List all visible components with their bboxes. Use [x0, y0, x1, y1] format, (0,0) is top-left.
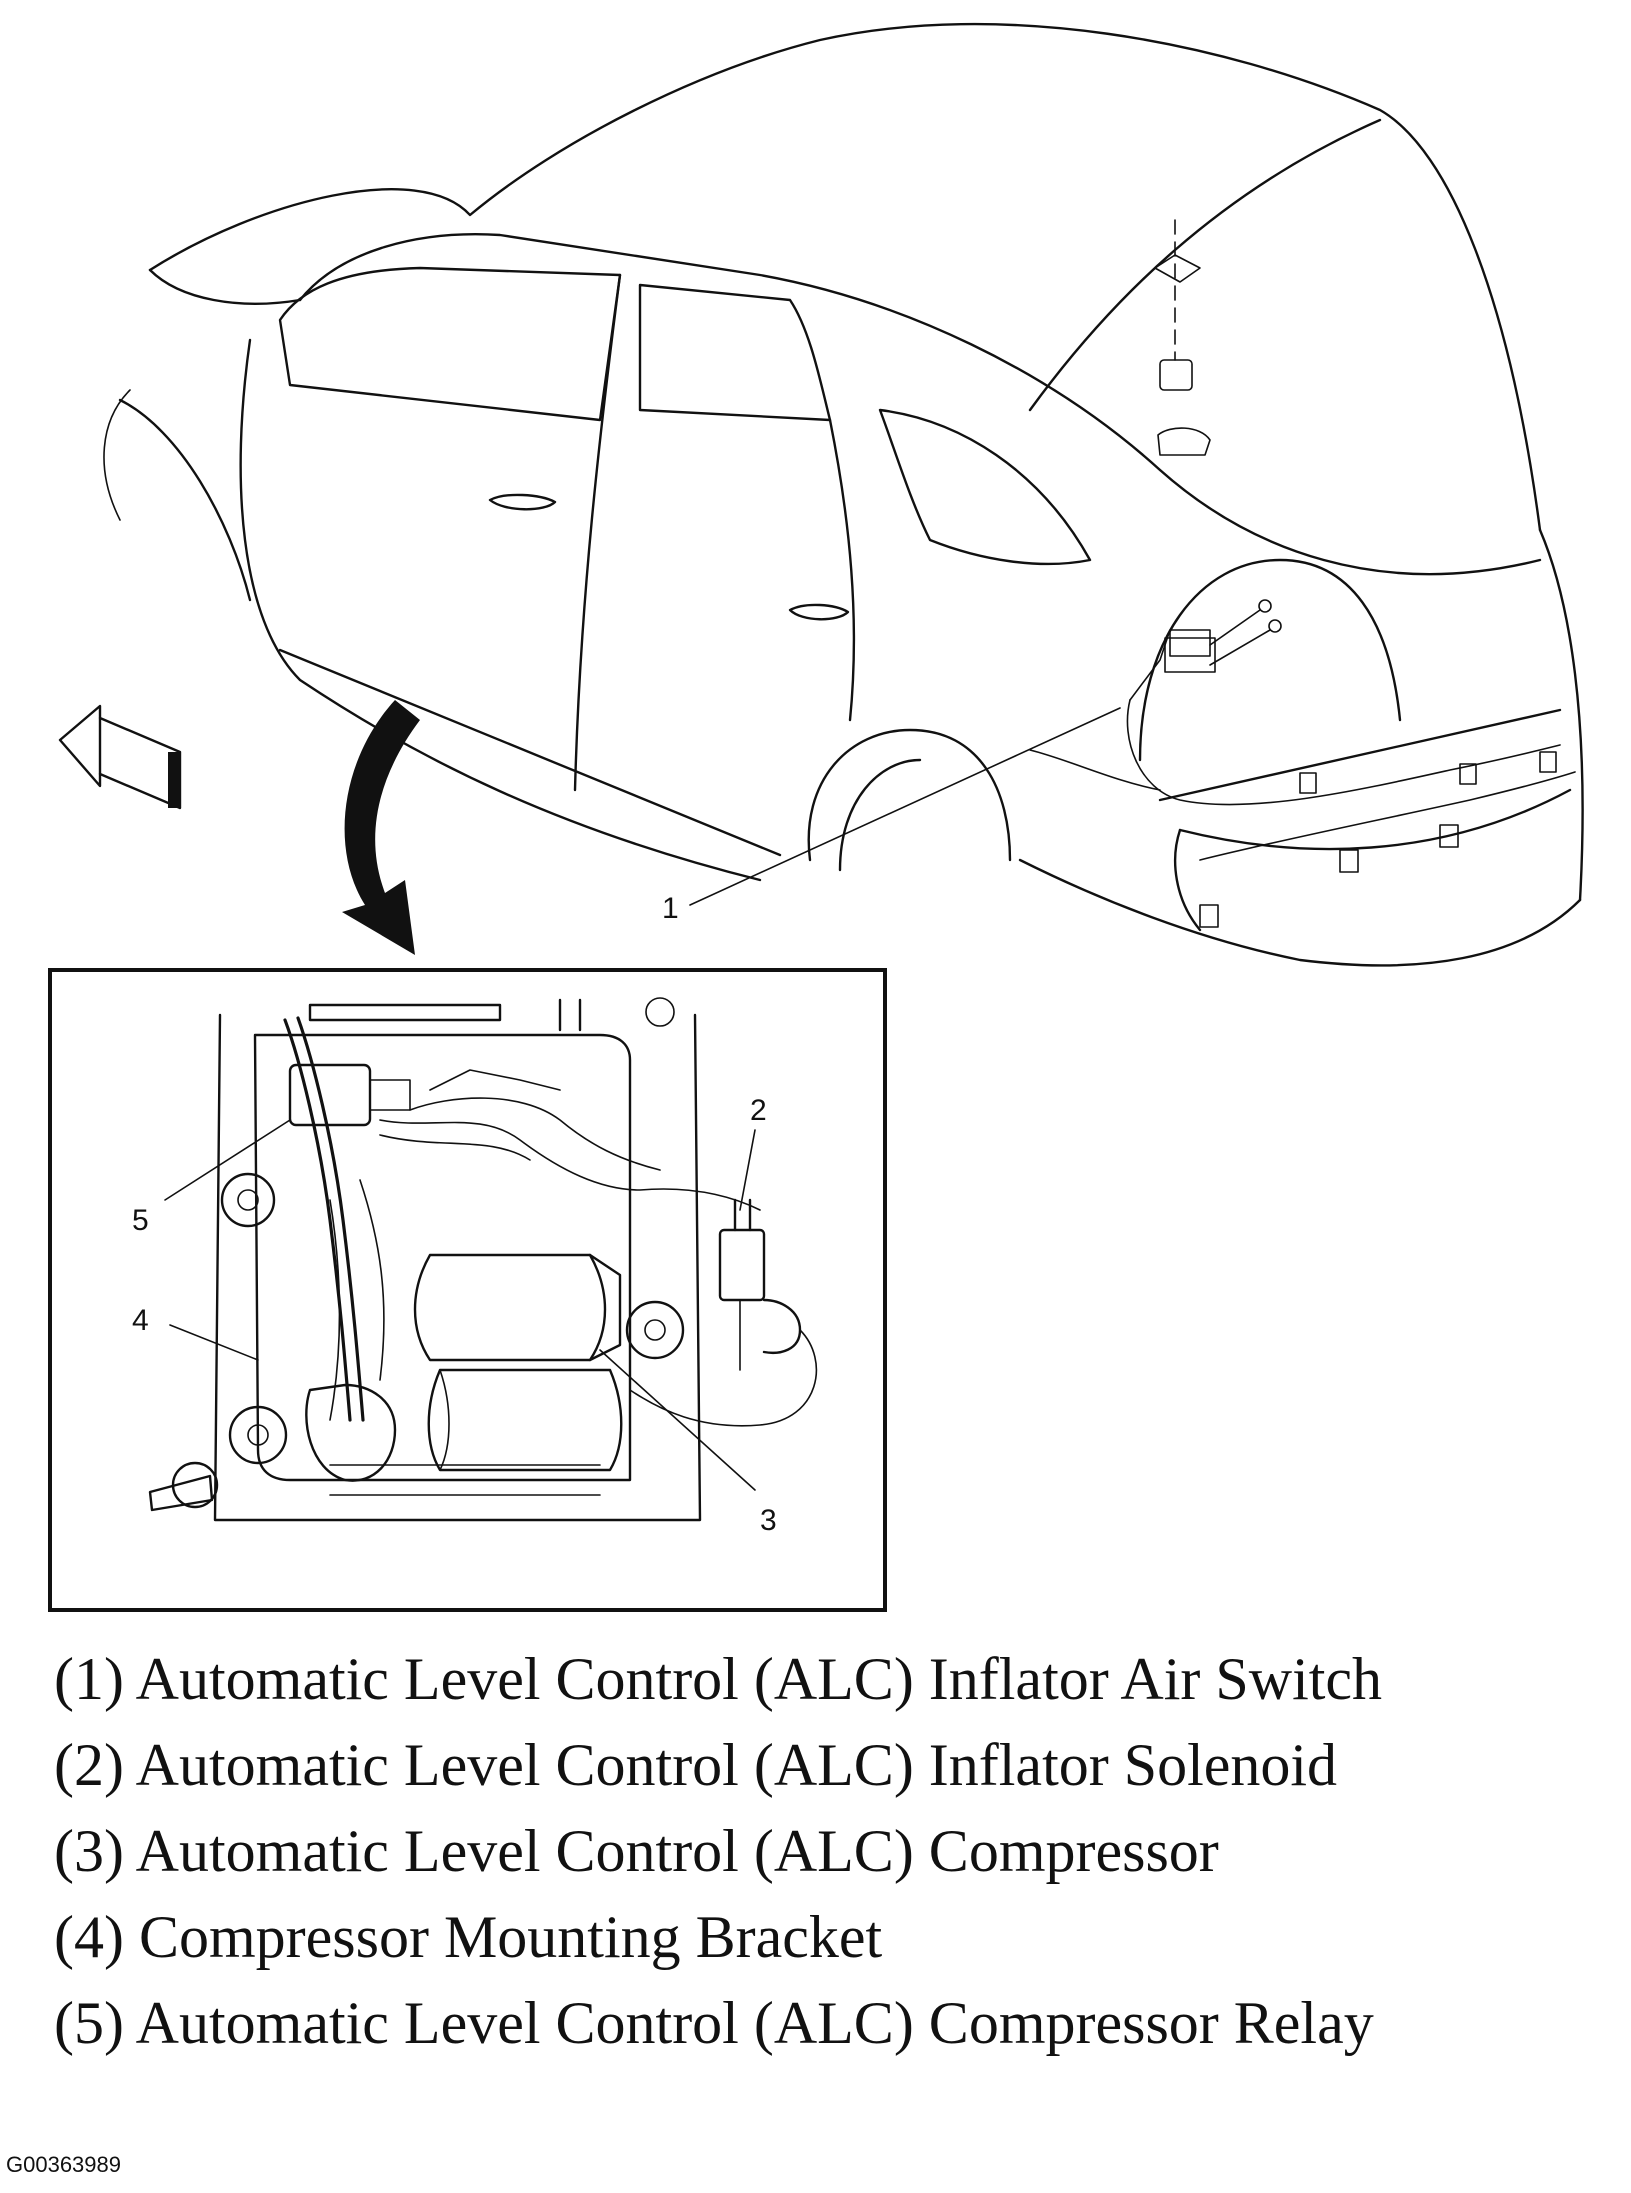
legend-item-4: (4) Compressor Mounting Bracket — [54, 1904, 883, 1970]
callout-5-label: 5 — [132, 1204, 149, 1237]
legend-item-5: (5) Automatic Level Control (ALC) Compre… — [54, 1990, 1374, 2056]
callout-1-leader — [689, 707, 1121, 906]
legend-item-2: (2) Automatic Level Control (ALC) Inflat… — [54, 1732, 1338, 1798]
vehicle-body — [103, 22, 1584, 967]
callout-3-leader — [599, 1349, 756, 1491]
callout-4-leader — [169, 1324, 259, 1361]
detail-view-arrow-icon — [342, 700, 420, 955]
legend-item-1: (1) Automatic Level Control (ALC) Inflat… — [54, 1646, 1383, 1712]
air-switch-assembly — [1164, 599, 1282, 673]
callout-3-label: 3 — [760, 1504, 777, 1537]
legend-item-3: (3) Automatic Level Control (ALC) Compre… — [54, 1818, 1219, 1884]
callout-2-leader — [739, 1129, 756, 1211]
detail-inset-frame — [48, 968, 887, 1612]
callout-5-leader — [164, 1119, 291, 1201]
figure-id: G00363989 — [6, 2152, 121, 2177]
callout-2-label: 2 — [750, 1094, 767, 1127]
compressor-detail — [148, 997, 818, 1522]
callout-1-label: 1 — [662, 892, 679, 925]
callout-4-label: 4 — [132, 1304, 149, 1337]
inflator-switch-exploded — [1154, 219, 1211, 456]
component-location-diagram: 1 — [48, 22, 1584, 1612]
forward-direction-arrow-icon — [58, 704, 182, 810]
wiring-harness — [1029, 629, 1576, 928]
component-legend: (1) Automatic Level Control (ALC) Inflat… — [54, 1636, 1614, 2066]
